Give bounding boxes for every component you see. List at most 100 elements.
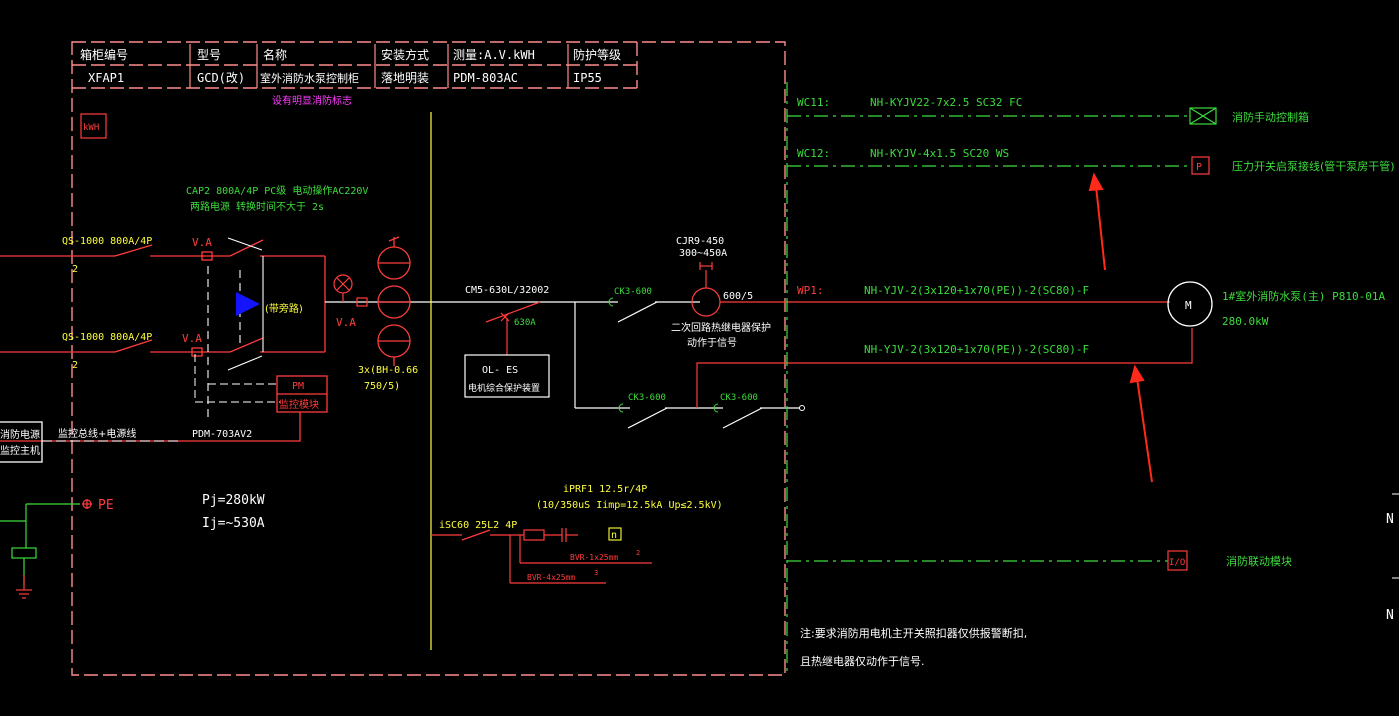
spd-counter-box — [608, 527, 622, 541]
relay-model: CJR9-450 — [676, 236, 724, 247]
ol-es-line2: 电机综合保护装置 — [468, 382, 540, 394]
terminal-point — [799, 405, 805, 411]
monitor-host-box — [0, 421, 43, 463]
contactor-c1: CK3-600 — [614, 287, 652, 297]
contactor-marks — [608, 297, 719, 413]
motor-label: M — [1185, 299, 1192, 312]
header-col5-value: PDM-803AC — [453, 71, 518, 85]
p-box-label: P — [1196, 162, 1202, 173]
feeder1-number: 2 — [72, 264, 78, 275]
spd-title: iPRF1 12.5r/4P — [563, 484, 647, 495]
edge-n1: N — [1386, 512, 1394, 527]
pe-terminal — [0, 503, 80, 585]
wp1-feeder — [696, 301, 1193, 408]
spd-wire2-n: 3 — [594, 569, 598, 577]
relay-note-2: 动作于信号 — [687, 337, 737, 349]
header-col5-label: 测量:A.V.kWH — [453, 48, 535, 62]
pe-label: PE — [98, 498, 114, 513]
spd-breaker: iSC60 25L2 4P — [439, 520, 517, 531]
motor-symbol — [1167, 281, 1213, 327]
annotation-arrows — [1088, 172, 1153, 483]
load-pj: Pj=280kW — [202, 493, 265, 508]
main-breaker-rating: 630A — [514, 318, 536, 328]
wp1-cable: NH-YJV-2(3x120+1x70(PE))-2(SC80)-F — [864, 284, 1089, 297]
control-lines — [786, 82, 1190, 675]
header-col2-value: GCD(改) — [197, 71, 245, 85]
main-breaker — [485, 301, 541, 355]
ol-es-box — [464, 354, 550, 398]
current-transformers — [377, 236, 411, 366]
header-col1-label: 箱柜编号 — [80, 47, 128, 62]
pe-node-icon — [82, 499, 92, 509]
ats-bypass-icon — [236, 292, 260, 316]
ats-label-2: 两路电源 转换时间不大于 2s — [190, 200, 324, 213]
spd-wire1-n: 2 — [636, 549, 640, 557]
pm-label: PM — [292, 381, 304, 392]
qs1-label: QS-1000 800A/4P — [62, 236, 152, 247]
relay-range: 300~450A — [679, 248, 727, 259]
qs2-label: QS-1000 800A/4P — [62, 332, 152, 343]
load-ij: Ij=~530A — [202, 516, 265, 531]
ct-ratio: 750/5) — [364, 381, 400, 392]
contactor-c2: CK3-600 — [628, 393, 666, 403]
wc11-id: WC11: — [797, 96, 830, 109]
ats-switch — [207, 237, 264, 420]
main-breaker-model: CM5-630L/32002 — [465, 285, 549, 296]
ol-es-line1: OL- ES — [482, 365, 518, 376]
motor-power: 280.0kW — [1222, 315, 1269, 328]
spd-spec: (10/350uS Iimp=12.5kA Up≤2.5kV) — [536, 500, 723, 511]
header-col4-value: 落地明装 — [381, 71, 429, 85]
monitor-host-line2: 监控主机 — [0, 444, 40, 457]
motor-desc: 1#室外消防水泵(主) P810-01A — [1222, 289, 1385, 303]
indicator-lamp-icon — [333, 274, 368, 307]
wc12-cable: NH-KYJV-4x1.5 SC20 WS — [870, 147, 1009, 160]
monitor-model: PDM-703AV2 — [192, 429, 252, 440]
va-bot-label: V.A — [182, 332, 202, 345]
io-box-label: I/O — [1169, 558, 1185, 568]
spd-counter-label: n — [611, 530, 617, 541]
header-col2-label: 型号 — [197, 48, 221, 62]
kwh-meter — [80, 113, 107, 139]
va-top-label: V.A — [192, 236, 212, 249]
wc12-id: WC12: — [797, 147, 830, 160]
header-col1-value: XFAP1 — [88, 71, 124, 85]
relay-note-1: 二次回路热继电器保护 — [671, 321, 771, 334]
wp1-cable-2: NH-YJV-2(3x120+1x70(PE))-2(SC80)-F — [864, 343, 1089, 356]
wc11-desc: 消防手动控制箱 — [1232, 110, 1309, 124]
header-col6-label: 防护等级 — [573, 47, 621, 62]
incoming-feeder-2 — [0, 337, 325, 357]
incoming-feeder-1 — [0, 239, 326, 352]
kwh-meter-label: kWH — [83, 123, 99, 133]
wp1-id: WP1: — [797, 284, 824, 297]
header-col6-value: IP55 — [573, 71, 602, 85]
ats-bypass-label: (带旁路) — [265, 302, 303, 315]
ct-label: 3x(BH-0.66 — [358, 365, 418, 376]
contactor-c3: CK3-600 — [720, 393, 758, 403]
note-line-2: 且热继电器仅动作于信号. — [800, 655, 925, 668]
pm-monitor-label: 监控模块 — [279, 398, 319, 411]
pressure-switch-box — [1191, 156, 1210, 175]
header-col3-value: 室外消防水泵控制柜 — [260, 71, 359, 85]
edge-n2: N — [1386, 608, 1394, 623]
monitor-bus-label: 监控总线+电源线 — [58, 427, 136, 440]
ground-icon — [16, 575, 32, 599]
monitor-host-line1: 消防电源 — [0, 428, 40, 441]
thermal-relay — [691, 262, 790, 317]
monitor-wiring — [194, 354, 280, 403]
io-desc: 消防联动模块 — [1226, 554, 1292, 568]
wc11-cable: NH-KYJV22-7x2.5 SC32 FC — [870, 96, 1022, 109]
spd-section — [431, 528, 652, 584]
header-dividers — [189, 44, 569, 88]
io-module-box — [1167, 550, 1188, 571]
header-note: 设有明显消防标志 — [272, 94, 352, 107]
cabinet-frame — [71, 41, 786, 676]
header-col3-label: 名称 — [263, 47, 287, 62]
va-main-label: V.A — [336, 316, 356, 329]
feeder2-number: 2 — [72, 360, 78, 371]
spd-wire1: BVR-1x25mm — [570, 553, 618, 562]
note-line-1: 注:要求消防用电机主开关照扣器仅供报警断扣, — [800, 626, 1027, 640]
relay-ct: 600/5 — [723, 291, 753, 302]
ats-label-1: CAP2 800A/4P PC级 电动操作AC220V — [186, 184, 368, 197]
header-col4-label: 安装方式 — [381, 47, 429, 62]
